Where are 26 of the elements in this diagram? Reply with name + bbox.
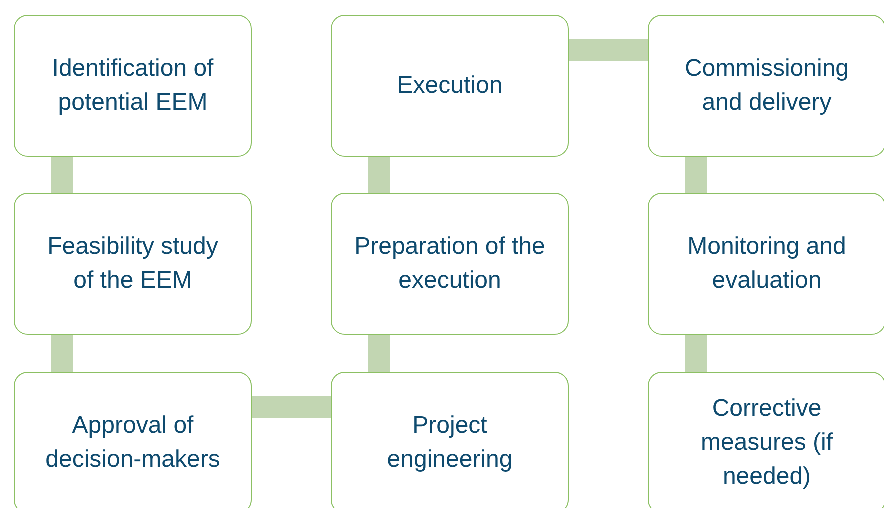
connector-bar bbox=[51, 335, 73, 372]
process-box bbox=[648, 372, 884, 508]
connector-bar bbox=[51, 157, 73, 193]
step-label: Identification of potential EEM bbox=[51, 54, 215, 118]
step-label: Preparation of the execution bbox=[354, 232, 546, 296]
process-box bbox=[648, 193, 884, 335]
step-label: Feasibility study of the EEM bbox=[46, 232, 220, 296]
step-label: Approval of decision-makers bbox=[44, 411, 222, 475]
connector-bar bbox=[368, 335, 390, 372]
step-label: Monitoring and evaluation bbox=[686, 232, 848, 296]
process-box bbox=[14, 15, 252, 157]
process-box bbox=[331, 372, 569, 508]
step-label: Project engineering bbox=[386, 411, 514, 475]
step-label: Execution bbox=[397, 71, 503, 101]
step-label: Corrective measures (if needed) bbox=[700, 394, 834, 492]
connector-bar bbox=[569, 39, 648, 61]
process-box bbox=[14, 193, 252, 335]
connector-bar bbox=[685, 335, 707, 372]
process-box bbox=[331, 15, 569, 157]
process-box bbox=[14, 372, 252, 508]
connector-bar bbox=[368, 157, 390, 193]
connector-bar bbox=[252, 396, 331, 418]
process-box bbox=[331, 193, 569, 335]
step-label: Commissioning and delivery bbox=[684, 54, 850, 118]
connector-bar bbox=[685, 157, 707, 193]
process-box bbox=[648, 15, 884, 157]
